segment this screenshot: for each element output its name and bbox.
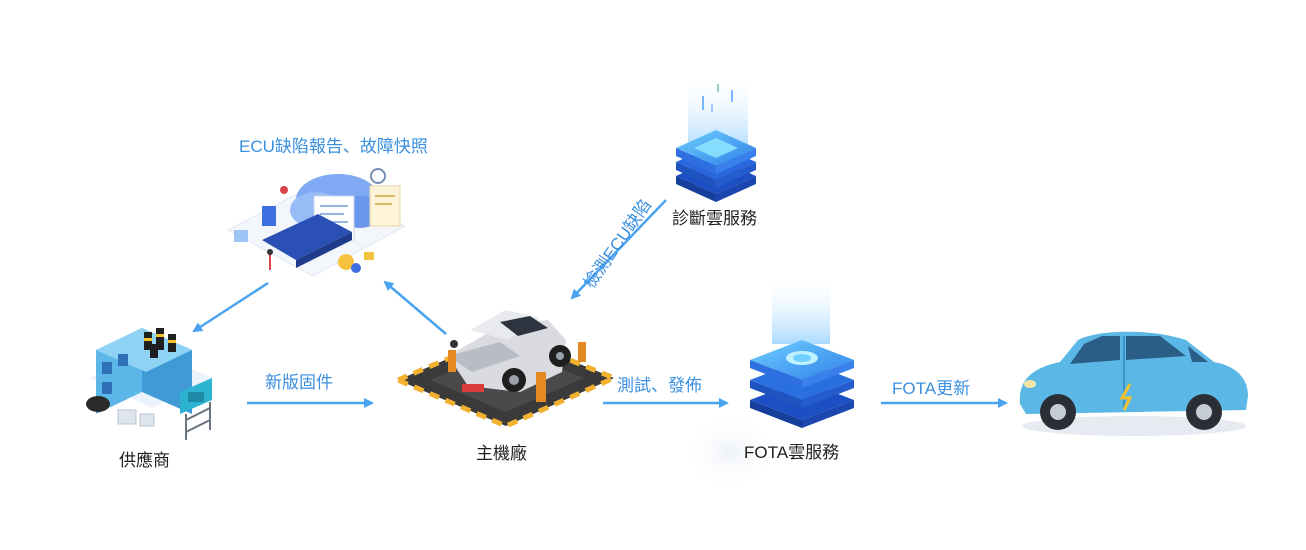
cloud-platform-icon <box>226 168 407 277</box>
factory-icon <box>86 328 212 440</box>
arrow-oem-to-cloud-platform <box>383 280 447 335</box>
car-icon <box>1019 331 1248 436</box>
fota-cloud-label: FOTA雲服務 <box>744 443 840 462</box>
stacked-cloud-icon <box>676 72 756 202</box>
test-release-label: 測試、發佈 <box>617 376 702 395</box>
fota-update-label: FOTA更新 <box>892 379 971 398</box>
oem-label: 主機廠 <box>476 444 527 463</box>
arrow-report-to-supplier <box>192 281 269 333</box>
fota-server-icon <box>682 274 854 492</box>
supplier-label: 供應商 <box>119 451 170 470</box>
new-firmware-label: 新版固件 <box>265 373 333 392</box>
defect-report-label: ECU缺陷報告、故障快照 <box>239 137 428 156</box>
diagnosis-cloud-label: 診斷雲服務 <box>672 209 757 228</box>
arrow-diagnosis-to-oem <box>570 199 667 300</box>
car-repair-icon <box>391 310 621 429</box>
